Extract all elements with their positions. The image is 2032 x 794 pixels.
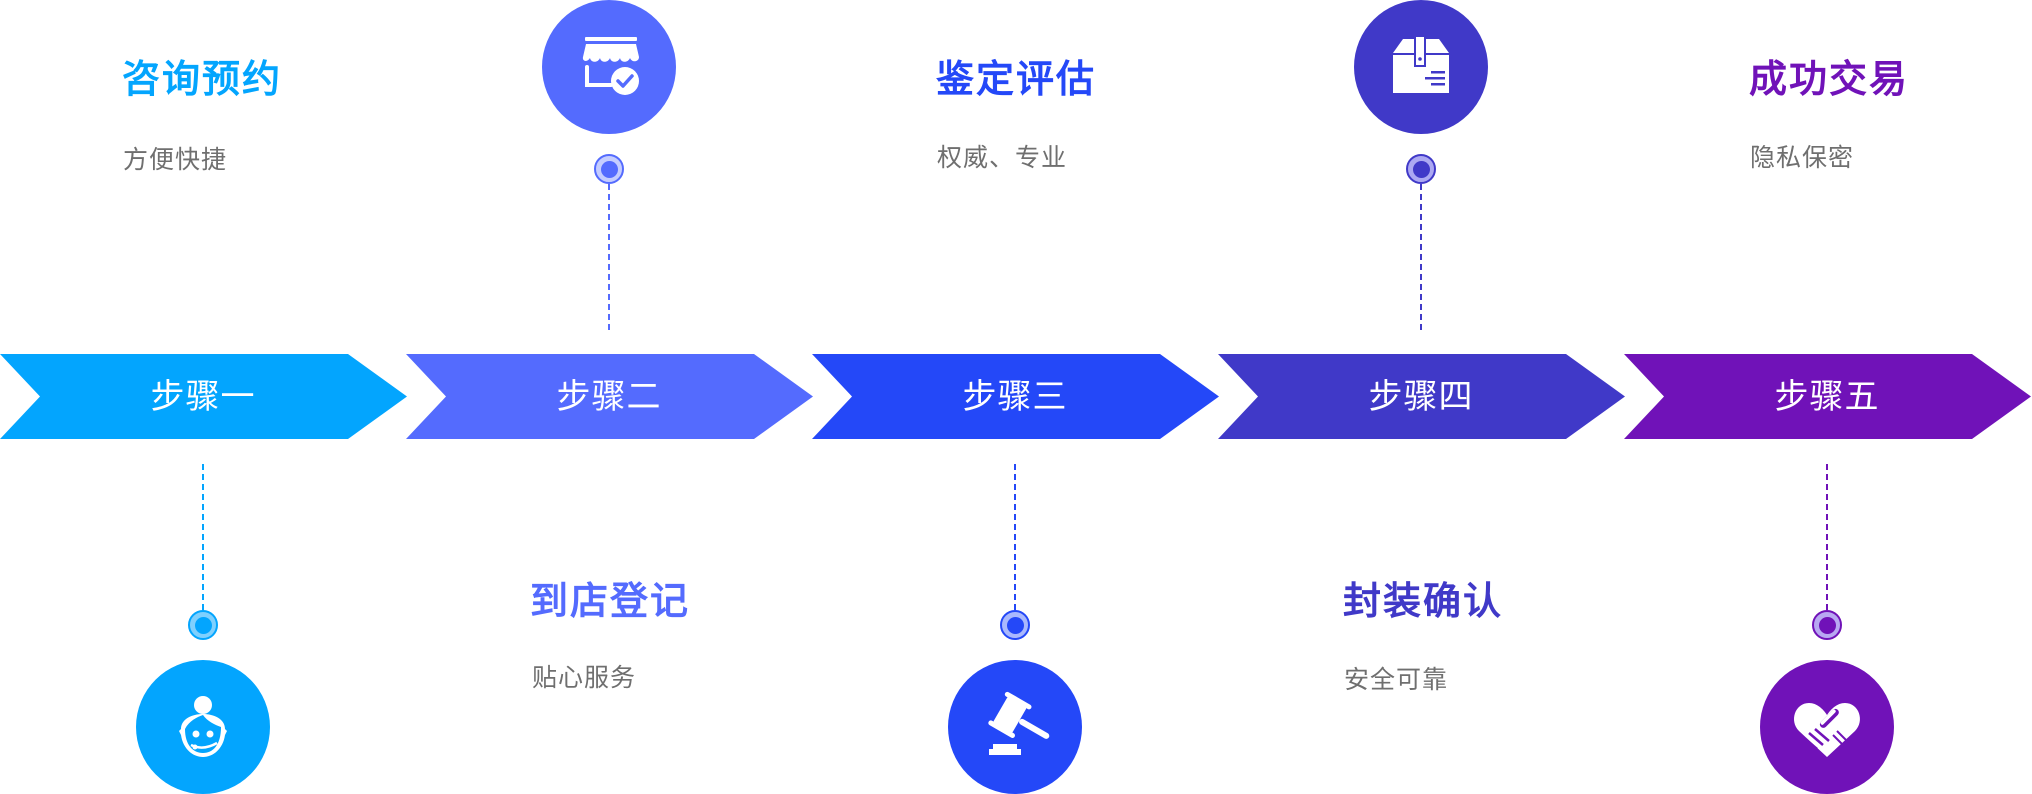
step-3-label: 步骤三 [962, 377, 1068, 417]
step-1-connector [202, 464, 204, 610]
step-3-title: 鉴定评估 [936, 57, 1097, 101]
step-4-dot-core [1412, 160, 1430, 178]
step-4-title: 封装确认 [1343, 579, 1504, 623]
step-3-arrow [812, 354, 1219, 439]
package-icon [1393, 37, 1449, 93]
step-5-subtitle: 隐私保密 [1750, 143, 1855, 172]
step-4-label: 步骤四 [1368, 377, 1474, 417]
step-3-subtitle: 权威、专业 [937, 143, 1068, 172]
step-5-label: 步骤五 [1774, 377, 1880, 417]
step-1-dot [188, 610, 218, 640]
step-2-connector [608, 184, 610, 330]
step-5-connector [1826, 464, 1828, 610]
step-3-dot [1000, 610, 1030, 640]
step-2-dot-core [600, 160, 618, 178]
step-4-dot [1406, 154, 1436, 184]
step-1-arrow [0, 354, 407, 439]
step-1-dot-core [194, 616, 212, 634]
step-1-icon-badge [136, 660, 270, 794]
step-4-arrow [1218, 354, 1625, 439]
step-5-arrow [1624, 354, 2031, 439]
step-2-icon-badge [542, 0, 676, 134]
step-5-title: 成功交易 [1749, 57, 1910, 101]
step-5-icon-badge [1760, 660, 1894, 794]
step-4-icon-badge [1354, 0, 1488, 134]
customer-service-icon [179, 696, 227, 757]
step-1-subtitle: 方便快捷 [123, 145, 228, 174]
step-2-dot [594, 154, 624, 184]
step-5-dot-core [1818, 616, 1836, 634]
step-3-dot-core [1006, 616, 1024, 634]
gavel-icon [988, 691, 1050, 755]
step-2-label: 步骤二 [556, 377, 662, 417]
step-4-connector [1420, 184, 1422, 330]
step-3-icon-badge [948, 660, 1082, 794]
step-4-subtitle: 安全可靠 [1344, 665, 1449, 694]
handshake-heart-icon [1794, 703, 1860, 757]
step-2-title: 到店登记 [530, 579, 691, 623]
step-1-title: 咨询预约 [122, 57, 283, 101]
step-2-subtitle: 贴心服务 [532, 663, 637, 692]
step-1-label: 步骤一 [150, 377, 256, 417]
store-check-icon [582, 37, 639, 95]
step-5-dot [1812, 610, 1842, 640]
step-3-connector [1014, 464, 1016, 610]
step-2-arrow [406, 354, 813, 439]
